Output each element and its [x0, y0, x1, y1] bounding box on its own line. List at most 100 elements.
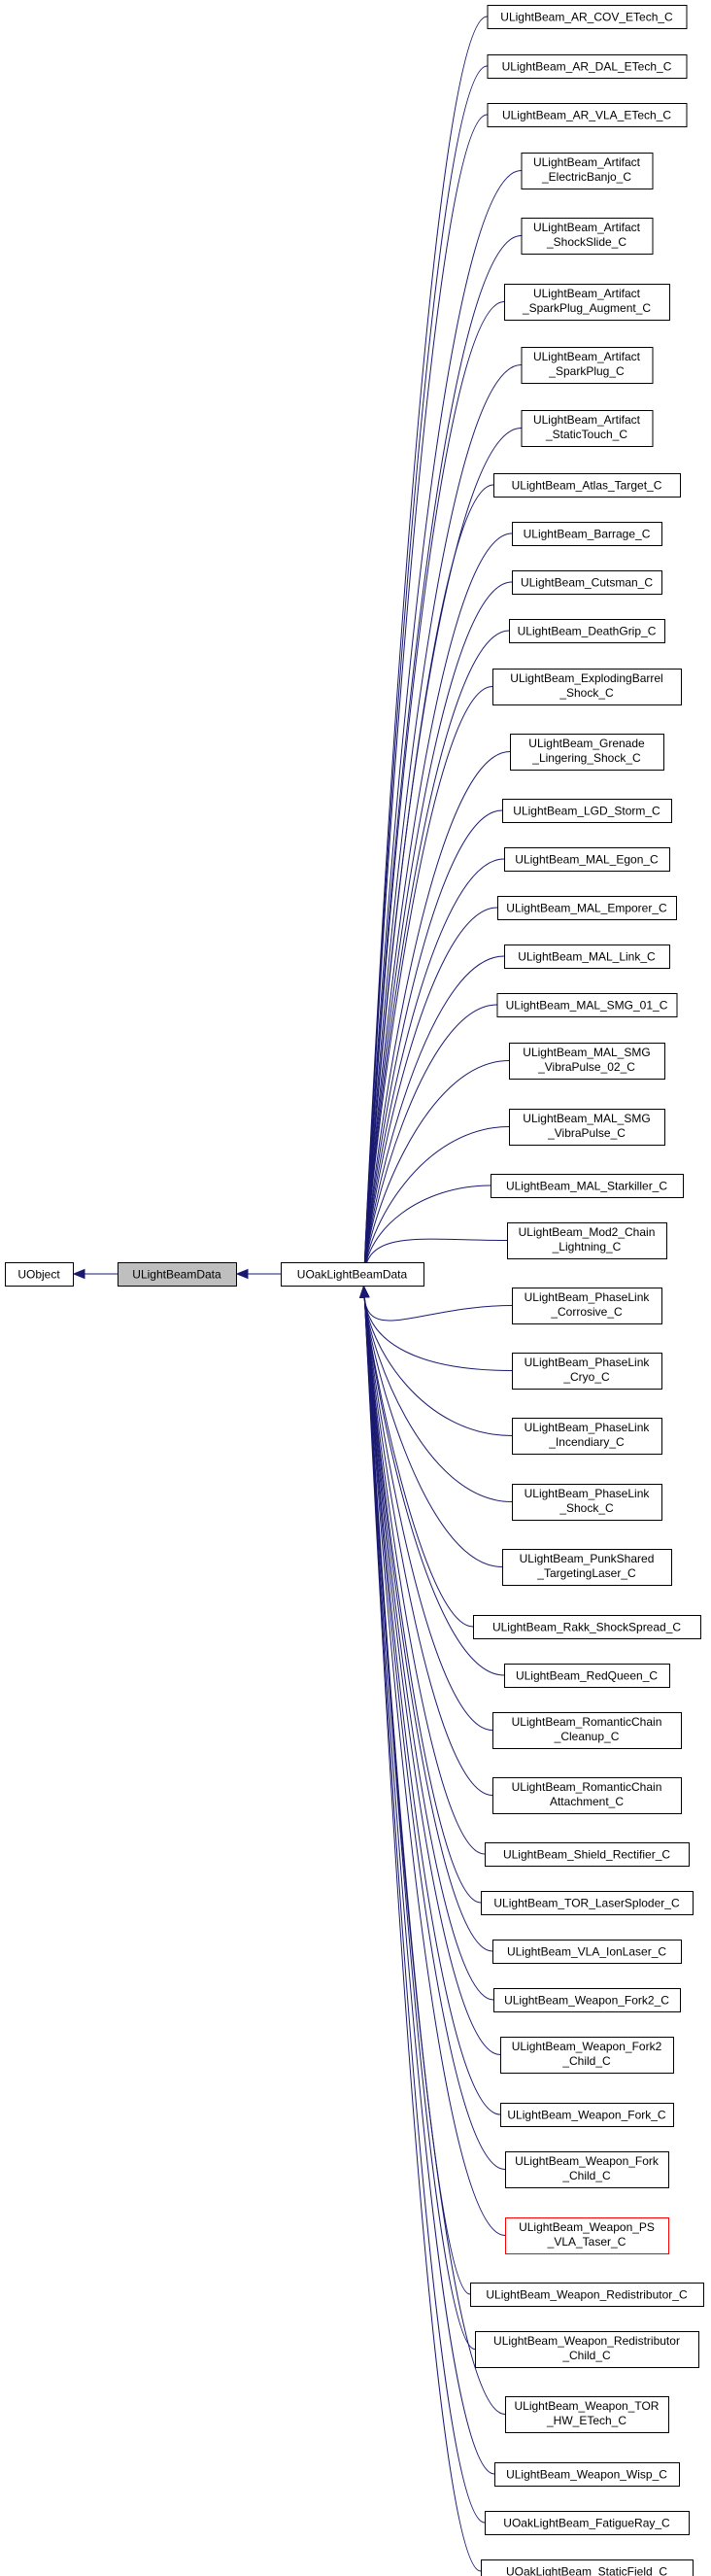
class-node-child[interactable]: ULightBeam_Weapon_Redistributor_Child_C: [475, 2331, 699, 2368]
inheritance-edge: [363, 1126, 510, 1278]
class-node-child[interactable]: ULightBeam_Weapon_Fork2_Child_C: [500, 2037, 674, 2074]
class-node-child[interactable]: ULightBeam_Artifact_ShockSlide_C: [521, 218, 654, 255]
class-node-box: [491, 1174, 684, 1198]
class-node-child[interactable]: ULightBeam_MAL_SMG_VibraPulse_02_C: [509, 1043, 665, 1080]
class-node-label-line2: _SparkPlug_Augment_C: [522, 301, 651, 315]
class-node-box: [512, 1288, 662, 1324]
class-node-label-line2: _Incendiary_C: [548, 1435, 625, 1449]
class-node-label: ULightBeam_TOR_LaserSploder_C: [493, 1897, 680, 1910]
class-node-child[interactable]: ULightBeam_LGD_Storm_C: [502, 799, 672, 823]
class-node-child[interactable]: ULightBeam_MAL_Link_C: [504, 945, 670, 969]
class-node-child[interactable]: ULightBeam_Weapon_Wisp_C: [494, 2462, 680, 2487]
class-node-child[interactable]: ULightBeam_AR_DAL_ETech_C: [487, 54, 688, 79]
class-node-child[interactable]: ULightBeam_Grenade_Lingering_Shock_C: [510, 734, 664, 771]
class-node-box: [492, 669, 682, 705]
class-node-box: [487, 103, 688, 127]
class-node-box-highlighted: [505, 2217, 669, 2254]
class-node-child[interactable]: UOakLightBeam_StaticField_C: [481, 2559, 694, 2576]
class-node-child[interactable]: ULightBeam_Artifact_ElectricBanjo_C: [521, 153, 654, 189]
class-node-child[interactable]: ULightBeam_MAL_Emporer_C: [497, 896, 677, 920]
class-node-child[interactable]: ULightBeam_Weapon_PS_VLA_Taser_C: [505, 2217, 669, 2254]
class-node-label: ULightBeam_AR_COV_ETech_C: [500, 11, 673, 24]
inheritance-arrowhead: [359, 1285, 370, 1298]
class-node-box: [504, 847, 670, 872]
class-node-ulightbeamdata: ULightBeamData: [118, 1262, 237, 1287]
class-node-label-line1: ULightBeam_Artifact: [533, 350, 641, 363]
class-node-box: [493, 473, 681, 498]
class-node-label-line2: _VLA_Taser_C: [547, 2235, 626, 2249]
inheritance-edge: [363, 1295, 506, 2236]
class-node-child[interactable]: ULightBeam_PunkShared_TargetingLaser_C: [502, 1549, 672, 1586]
class-node-label-line2: _ElectricBanjo_C: [541, 170, 631, 184]
inheritance-edge: [363, 1295, 482, 2572]
class-node-child[interactable]: ULightBeam_MAL_Egon_C: [504, 847, 670, 872]
class-node-child[interactable]: ULightBeam_RedQueen_C: [504, 1664, 670, 1688]
class-node-child[interactable]: ULightBeam_MAL_SMG_01_C: [496, 993, 678, 1017]
class-node-child[interactable]: ULightBeam_Weapon_Fork_Child_C: [505, 2151, 669, 2188]
class-node-label-line2: _VibraPulse_C: [547, 1126, 626, 1140]
class-node-label-line2: _Shock_C: [559, 1501, 614, 1515]
class-node-child[interactable]: ULightBeam_Cutsman_C: [512, 570, 662, 595]
class-node-label: ULightBeam_Cutsman_C: [521, 576, 653, 590]
class-node-child[interactable]: ULightBeam_AR_VLA_ETech_C: [487, 103, 688, 127]
class-node-label-line2: _Child_C: [561, 2349, 611, 2362]
class-node-box: [497, 896, 677, 920]
class-node-box: [470, 2283, 704, 2307]
class-node-child[interactable]: ULightBeam_PhaseLink_Incendiary_C: [512, 1418, 662, 1455]
class-node-box: [521, 410, 654, 447]
class-node-child[interactable]: ULightBeam_Rakk_ShockSpread_C: [473, 1615, 701, 1639]
class-node-label-line1: ULightBeam_Artifact: [533, 287, 641, 300]
class-node-uoaklightbeamdata[interactable]: UOakLightBeamData: [281, 1262, 424, 1287]
class-node-box: [502, 799, 672, 823]
class-node-child[interactable]: ULightBeam_PhaseLink_Corrosive_C: [512, 1288, 662, 1324]
class-node-box: [521, 347, 654, 384]
class-node-child[interactable]: ULightBeam_Weapon_TOR_HW_ETech_C: [505, 2396, 669, 2433]
class-node-box: [481, 1891, 694, 1915]
class-node-label-line1: ULightBeam_RomanticChain: [512, 1715, 662, 1729]
class-node-child[interactable]: ULightBeam_PhaseLink_Shock_C: [512, 1484, 662, 1521]
inheritance-edge: [363, 1295, 503, 1567]
class-node-box: [492, 1712, 682, 1749]
class-node-child[interactable]: ULightBeam_AR_COV_ETech_C: [487, 5, 688, 29]
class-node-box: [500, 2103, 674, 2127]
class-node-label-line2: _Child_C: [561, 2169, 611, 2182]
class-node-box: [473, 1615, 701, 1639]
class-node-label-line2: _VibraPulse_02_C: [537, 1060, 635, 1074]
class-node-label-line1: ULightBeam_ExplodingBarrel: [510, 671, 662, 685]
inheritance-edge: [363, 364, 522, 1278]
class-node-label-line2: Attachment_C: [550, 1795, 624, 1808]
class-node-child[interactable]: ULightBeam_DeathGrip_C: [509, 619, 665, 643]
class-node-child[interactable]: ULightBeam_Atlas_Target_C: [493, 473, 681, 498]
class-node-child[interactable]: ULightBeam_Artifact_SparkPlug_Augment_C: [504, 284, 670, 321]
class-node-box: [485, 2511, 690, 2535]
class-node-child[interactable]: ULightBeam_PhaseLink_Cryo_C: [512, 1353, 662, 1390]
class-node-label-line1: ULightBeam_Artifact: [533, 155, 641, 169]
class-node-uobject[interactable]: UObject: [5, 1262, 74, 1287]
class-node-child[interactable]: ULightBeam_Weapon_Fork2_C: [493, 1988, 681, 2012]
class-node-label: UOakLightBeam_FatigueRay_C: [503, 2517, 670, 2530]
class-node-box: [512, 522, 662, 546]
class-node-child[interactable]: ULightBeam_Barrage_C: [512, 522, 662, 546]
class-node-child[interactable]: ULightBeam_VLA_IonLaser_C: [492, 1940, 682, 1964]
class-node-label-line2: _Cleanup_C: [554, 1730, 620, 1743]
class-node-child[interactable]: UOakLightBeam_FatigueRay_C: [485, 2511, 690, 2535]
class-node-child[interactable]: ULightBeam_MAL_Starkiller_C: [491, 1174, 684, 1198]
class-node-child[interactable]: ULightBeam_RomanticChain_Cleanup_C: [492, 1712, 682, 1749]
class-node-label-line2: _StaticTouch_C: [545, 428, 627, 441]
class-node-child[interactable]: ULightBeam_TOR_LaserSploder_C: [481, 1891, 694, 1915]
class-node-child[interactable]: ULightBeam_Shield_Rectifier_C: [485, 1842, 690, 1867]
class-node-child[interactable]: ULightBeam_MAL_SMG_VibraPulse_C: [509, 1109, 665, 1146]
class-node-child[interactable]: ULightBeam_Weapon_Redistributor_C: [470, 2283, 704, 2307]
class-node-label: ULightBeam_MAL_Egon_C: [515, 853, 659, 867]
class-node-child[interactable]: ULightBeam_Mod2_Chain_Lightning_C: [507, 1222, 667, 1259]
class-node-child[interactable]: ULightBeam_Artifact_SparkPlug_C: [521, 347, 654, 384]
class-node-label-line1: ULightBeam_Weapon_Redistributor: [493, 2334, 680, 2348]
class-node-label: ULightBeam_LGD_Storm_C: [513, 805, 660, 818]
class-node-child[interactable]: ULightBeam_ExplodingBarrel_Shock_C: [492, 669, 682, 705]
inheritance-arrowhead: [72, 1268, 85, 1280]
class-node-label-line1: ULightBeam_Artifact: [533, 413, 641, 427]
class-node-child[interactable]: ULightBeam_Artifact_StaticTouch_C: [521, 410, 654, 447]
class-node-child[interactable]: ULightBeam_Weapon_Fork_C: [500, 2103, 674, 2127]
class-node-label: UObject: [17, 1268, 60, 1282]
